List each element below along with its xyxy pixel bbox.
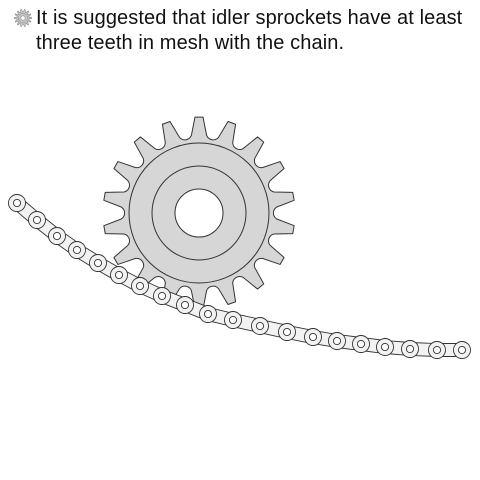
caption-text: It is suggested that idler sprockets hav… <box>36 7 463 54</box>
chain-pin <box>135 281 145 291</box>
chain-pin <box>457 345 467 355</box>
chain-pin <box>255 321 265 331</box>
chain-pin <box>157 291 167 301</box>
roller-chain <box>8 194 471 359</box>
chain-pin <box>405 344 415 354</box>
chain-pin <box>12 198 22 208</box>
chain-pin <box>332 336 342 346</box>
chain-pin <box>203 309 213 319</box>
sprocket-pitch-circle <box>128 142 270 284</box>
chain-pin <box>380 342 390 352</box>
chain-pin <box>356 339 366 349</box>
chain-pin <box>308 332 318 342</box>
sprocket-hub-ring <box>151 165 247 261</box>
chain-pin <box>72 245 82 255</box>
sprocket-bore <box>174 188 224 238</box>
chain-pin <box>180 300 190 310</box>
chain-pin <box>93 258 103 268</box>
chain-pin <box>228 315 238 325</box>
idler-sprocket <box>103 116 295 310</box>
gear-icon <box>14 9 32 27</box>
chain-pin <box>52 231 62 241</box>
chain-pin <box>282 327 292 337</box>
chain-pin <box>32 215 42 225</box>
caption: It is suggested that idler sprockets hav… <box>14 6 474 56</box>
chain-pin <box>114 270 124 280</box>
chain-pin <box>432 345 442 355</box>
